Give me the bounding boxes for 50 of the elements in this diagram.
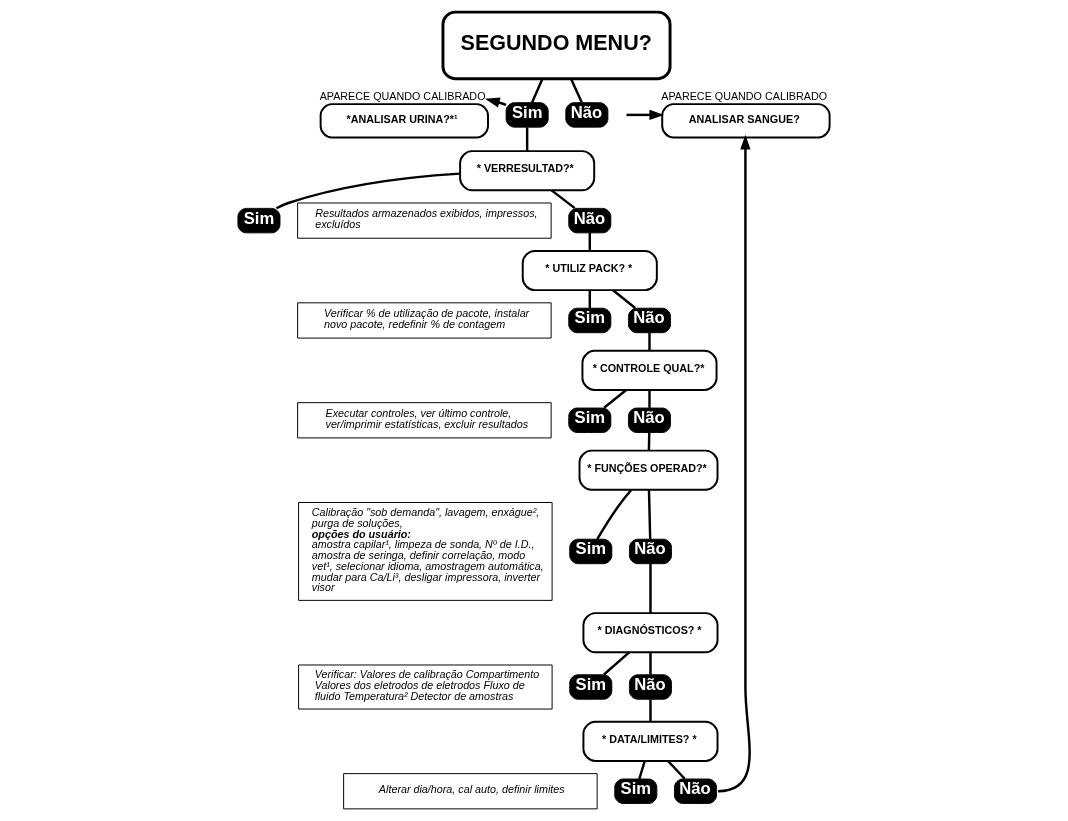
arrow bbox=[485, 97, 507, 108]
connector bbox=[603, 389, 627, 409]
node-box: * CONTROLE QUAL?* bbox=[581, 349, 718, 391]
node-box: Não bbox=[673, 778, 718, 804]
node-box: Verificar % de utilização de pacote, instalar novo pacote, redefinir % de contagem bbox=[297, 302, 552, 339]
node-box: Não bbox=[568, 207, 612, 234]
connector bbox=[649, 652, 652, 675]
connector bbox=[667, 760, 686, 780]
node-box: Calibração "sob demanda", lavagem, enxágue², purga de soluções, opções do usuário: amostra capilar¹, limpeza de sonda, Nº de I.D., amostra de seringa, definir correlação, modo vet¹, selecionar idioma, amostragem automática, mudar para Ca/Li³, desligar impressora, inverter visor bbox=[298, 502, 553, 601]
connector bbox=[275, 172, 461, 210]
node-box: SEGUNDO MENU? bbox=[441, 10, 672, 81]
connector bbox=[649, 563, 652, 613]
node-box: *ANALISAR URINA?*¹ bbox=[319, 103, 489, 139]
node-box: Alterar dia/hora, cal auto, definir limites bbox=[343, 773, 598, 810]
connector bbox=[525, 127, 529, 152]
node-box: Verificar: Valores de calibração Compartimento Valores dos eletrodos de eletrodos Fluxo de fluido Temperatura² Detector de amostras bbox=[298, 664, 553, 710]
node-box: Sim bbox=[568, 307, 612, 334]
connector bbox=[612, 289, 636, 309]
node-box: ANALISAR SANGUE? bbox=[661, 103, 831, 139]
node-box: Não bbox=[627, 307, 672, 334]
node-box: Sim bbox=[237, 207, 281, 234]
arrow bbox=[626, 109, 665, 121]
connector bbox=[530, 78, 544, 104]
connector bbox=[596, 489, 633, 540]
node-box: Não bbox=[565, 102, 609, 128]
arrow bbox=[717, 134, 751, 793]
node-box: Sim bbox=[614, 778, 658, 804]
node-label: APARECE QUANDO CALIBRADO bbox=[661, 90, 828, 103]
node-box: * FUNÇÕES OPERAD?* bbox=[578, 449, 719, 491]
node-box: * DIAGNÓSTICOS? * bbox=[582, 612, 719, 654]
node-box: Sim bbox=[569, 674, 613, 700]
node-box: Sim bbox=[568, 407, 612, 433]
connector bbox=[648, 390, 651, 408]
node-box: Executar controles, ver último controle, ver/imprimir estatísticas, excluir resultados bbox=[297, 402, 552, 439]
node-box: Não bbox=[628, 538, 672, 565]
connector bbox=[603, 651, 631, 676]
node-label: APARECE QUANDO CALIBRADO bbox=[319, 90, 486, 103]
node-box: * UTILIZ PACK? * bbox=[521, 250, 658, 292]
connector bbox=[649, 699, 652, 722]
node-box: * DATA/LIMITES? * bbox=[582, 720, 719, 762]
node-box: Resultados armazenados exibidos, impressos, excluídos bbox=[297, 202, 552, 239]
node-box: Sim bbox=[569, 538, 613, 565]
connector bbox=[638, 760, 646, 780]
node-box: * VERRESULTAD?* bbox=[459, 150, 596, 192]
connector bbox=[647, 489, 652, 539]
node-box: Não bbox=[627, 407, 672, 433]
node-box: Sim bbox=[505, 102, 549, 128]
node-box: Não bbox=[628, 674, 672, 700]
connector bbox=[570, 78, 583, 104]
connector bbox=[648, 332, 651, 351]
